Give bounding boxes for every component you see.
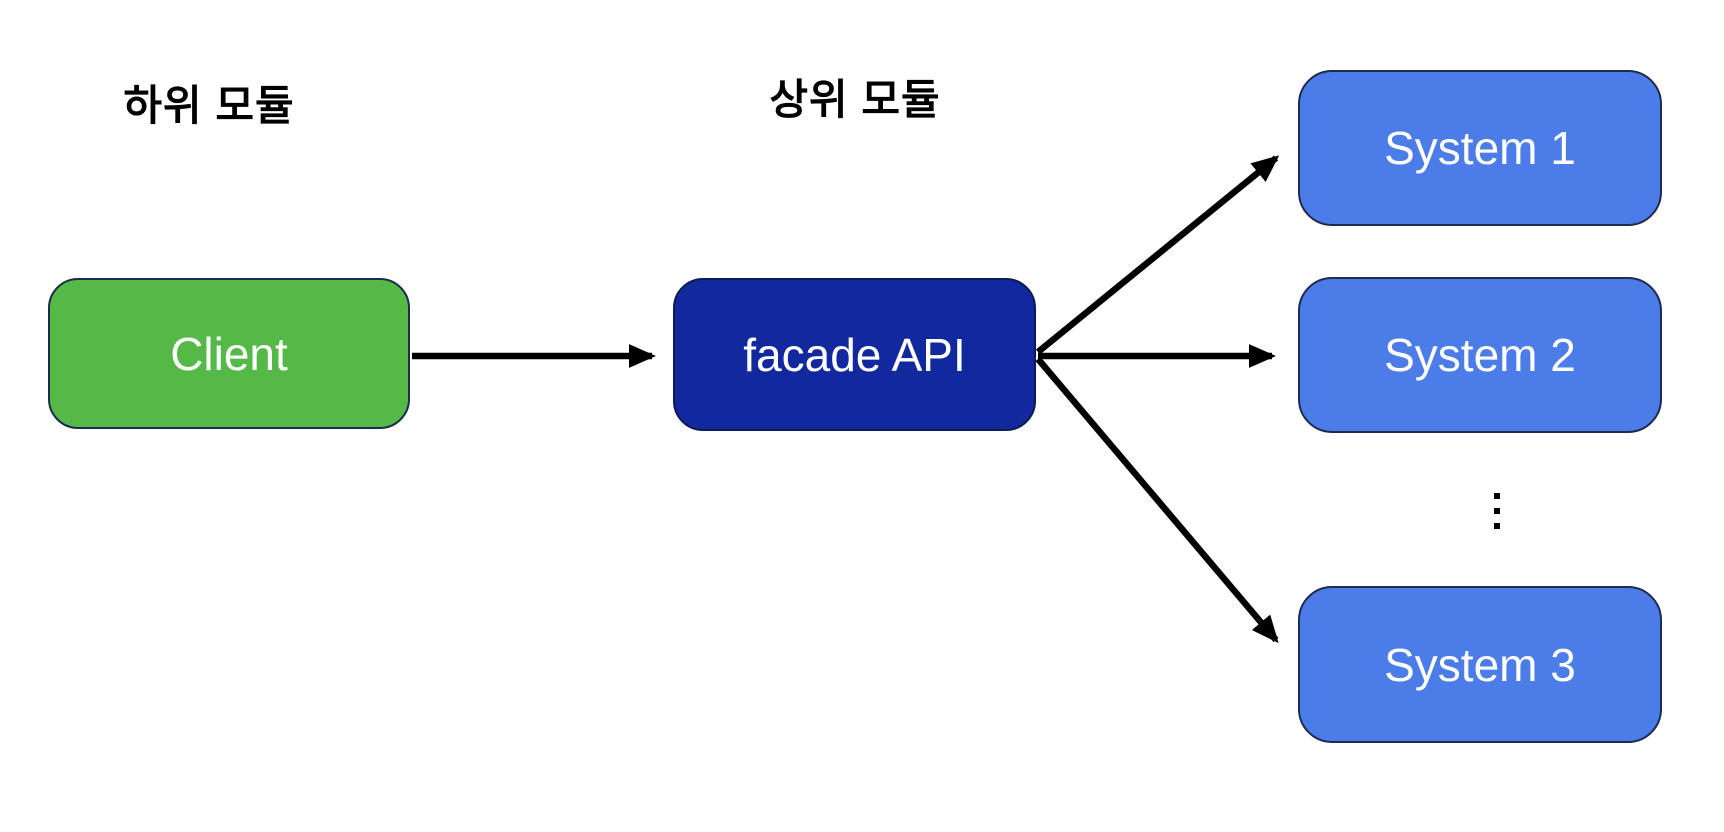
node-client: Client	[48, 278, 410, 429]
node-facade-api: facade API	[673, 278, 1036, 431]
ellipsis-dot	[1494, 508, 1500, 514]
node-system-1-label: System 1	[1384, 122, 1576, 174]
node-system-2: System 2	[1298, 277, 1662, 433]
label-super-module: 상위 모듈	[769, 76, 941, 123]
vertical-ellipsis-icon	[1494, 493, 1500, 529]
node-system-2-label: System 2	[1384, 329, 1576, 381]
edge-facade-to-system3	[1035, 356, 1279, 644]
node-system-3-label: System 3	[1384, 638, 1576, 691]
ellipsis-dot	[1494, 493, 1500, 499]
edge-facade-to-system1	[1035, 155, 1280, 355]
ellipsis-dot	[1494, 523, 1500, 529]
node-system-3: System 3	[1298, 586, 1662, 743]
node-system-1: System 1	[1298, 70, 1662, 226]
node-facade-api-label: facade API	[743, 328, 966, 381]
label-sub-module: 하위 모듈	[123, 82, 295, 129]
node-client-label: Client	[170, 327, 288, 380]
